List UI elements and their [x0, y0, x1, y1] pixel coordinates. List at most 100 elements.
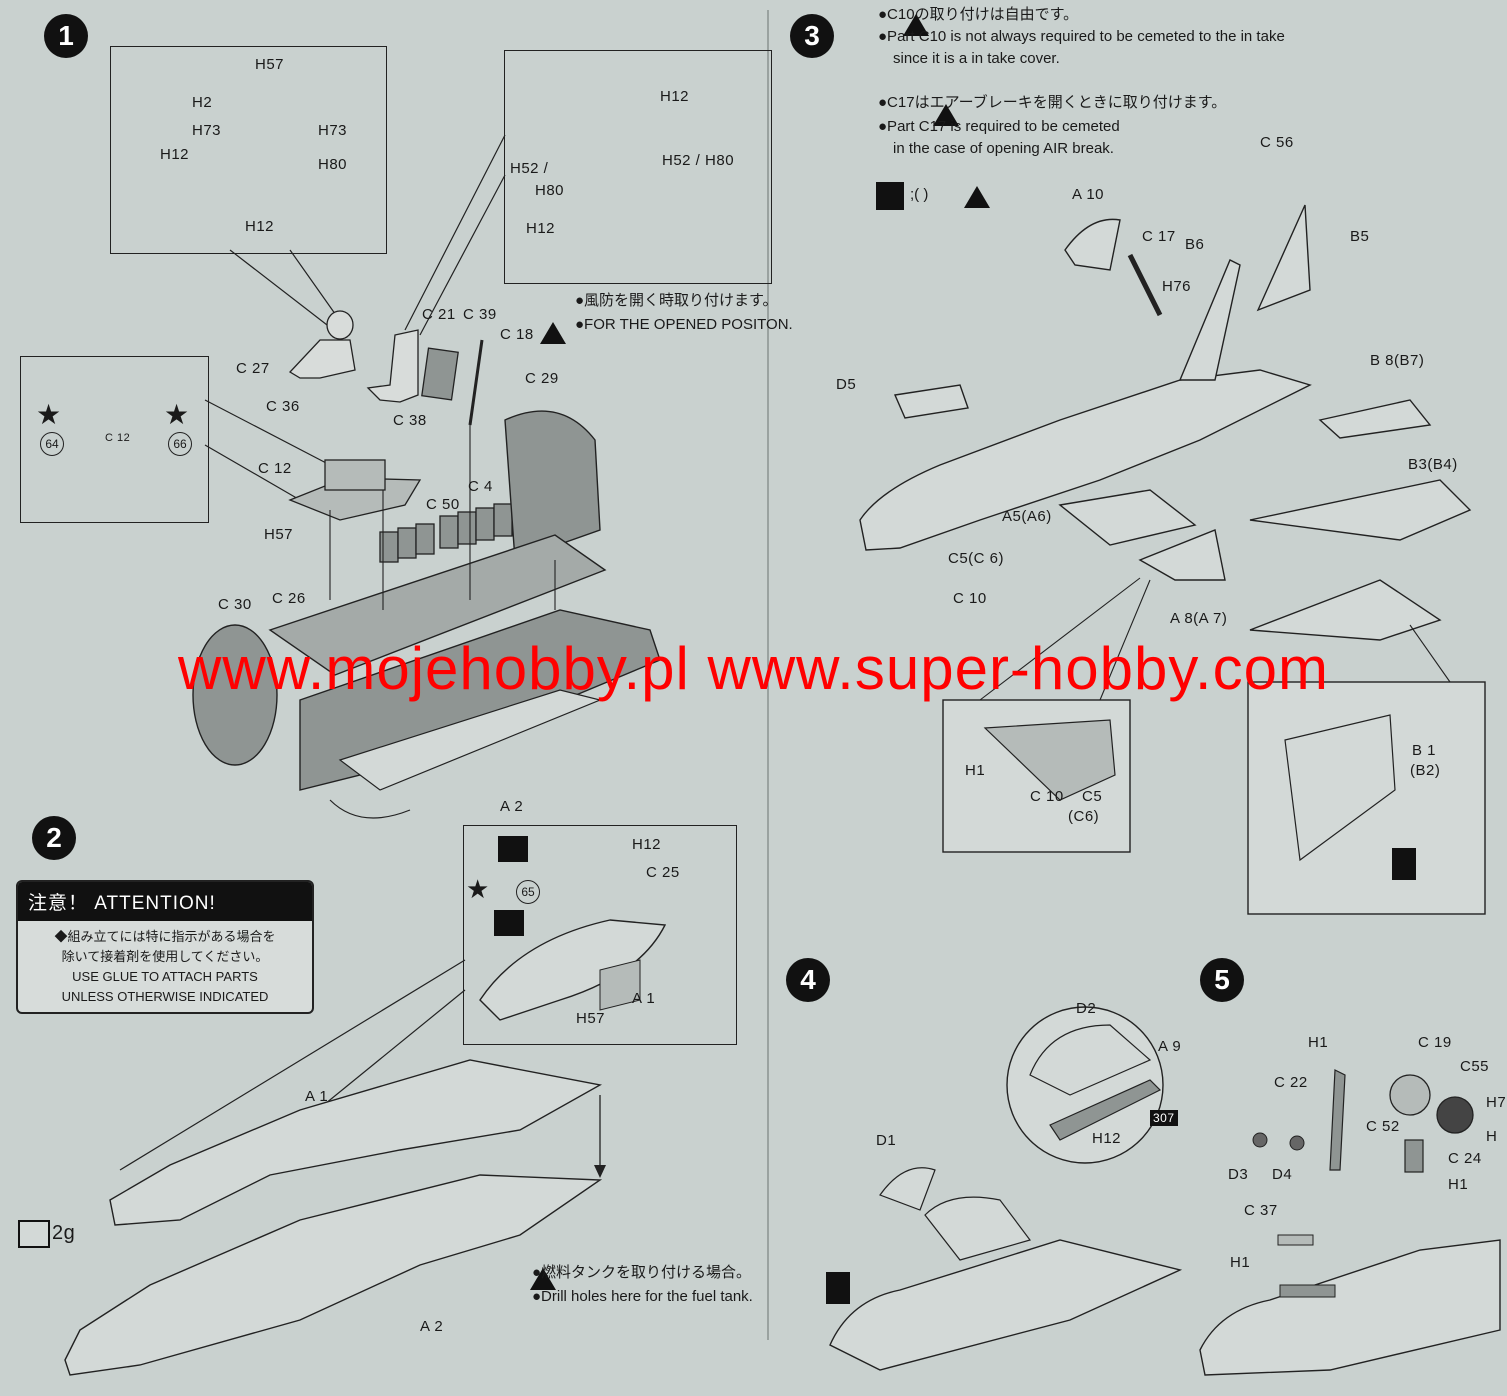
warning-icon	[540, 322, 566, 344]
weight-icon	[18, 1220, 50, 1248]
label-seat-h80: H80	[535, 182, 565, 199]
label-a1: A 1	[305, 1088, 329, 1105]
label-a8-a7: A 8(A 7)	[1170, 610, 1228, 627]
label-a2: A 2	[500, 798, 524, 815]
c10-note-en1: ●Part C10 is not always required to be c…	[878, 28, 1285, 45]
label-d4: D4	[1272, 1166, 1293, 1183]
opened-note-jp: ●風防を開く時取り付けます。	[575, 292, 778, 309]
fuel-note-jp: ●燃料タンクを取り付ける場合。	[532, 1264, 752, 1281]
label-seat-h52: H52 /	[510, 160, 549, 177]
label-b6: B6	[1185, 236, 1205, 253]
paint-note: ;( )	[910, 186, 929, 203]
label-c4: C 4	[468, 478, 493, 495]
opened-note-en: ●FOR THE OPENED POSITON.	[575, 316, 793, 333]
label-b5: B5	[1350, 228, 1370, 245]
label-d1: D1	[876, 1132, 897, 1149]
aircraft-step3	[859, 204, 1472, 641]
label-a9: A 9	[1158, 1038, 1182, 1055]
label-c25: C 25	[646, 864, 680, 881]
label-b2: (B2)	[1410, 762, 1441, 779]
step-4-number: 4	[786, 958, 830, 1002]
label-d2: D2	[1076, 1000, 1097, 1017]
label-c6-intake: (C6)	[1068, 808, 1100, 825]
label-c30: C 30	[218, 596, 252, 613]
attention-title: 注意！ ATTENTION!	[18, 882, 312, 921]
label-h73-right: H73	[318, 122, 348, 139]
label-h12: H12	[160, 146, 190, 163]
label-c27: C 27	[236, 360, 270, 377]
label-seat-h12: H12	[660, 88, 690, 105]
label-c10: C 10	[953, 590, 987, 607]
label-a5-a6: A5(A6)	[1002, 508, 1052, 525]
drill-icon-step3	[1392, 848, 1416, 880]
label-c21: C 21	[422, 306, 456, 323]
warning-icon-c17	[933, 104, 960, 126]
star-icon: ★	[36, 399, 62, 430]
label-h57-step2: H57	[576, 1010, 606, 1027]
label-b3-b4: B3(B4)	[1408, 456, 1458, 473]
label-a2-step2: A 2	[420, 1318, 444, 1335]
warning-icon-paint	[963, 186, 990, 208]
label-d5: D5	[836, 376, 857, 393]
label-a10: A 10	[1072, 186, 1105, 203]
label-a1-box: A 1	[632, 990, 656, 1007]
star-icon-right: ★	[164, 399, 190, 430]
label-h12-step4: H12	[1092, 1130, 1122, 1147]
fuselage-a2-lower	[64, 1174, 603, 1376]
paint-icon-2	[494, 910, 524, 936]
label-h1-intake: H1	[965, 762, 986, 779]
star-icon-step2: ★	[466, 874, 490, 904]
step-5-number: 5	[1200, 958, 1244, 1002]
label-c38: C 38	[393, 412, 427, 429]
decal-number-307: 307	[1150, 1110, 1178, 1126]
paint-swatch-icon	[876, 182, 904, 210]
label-h73-left: H73	[192, 122, 222, 139]
fuel-note-en: ●Drill holes here for the fuel tank.	[532, 1288, 753, 1305]
attention-en-line1: USE GLUE TO ATTACH PARTS	[72, 969, 258, 984]
label-c39: C 39	[463, 306, 497, 323]
seat-detail-box	[504, 50, 772, 284]
label-h12-lower: H12	[245, 218, 275, 235]
label-h-cut: H	[1486, 1128, 1498, 1145]
label-c17: C 17	[1142, 228, 1176, 245]
label-c10-intake: C 10	[1030, 788, 1064, 805]
label-h7: H7	[1486, 1094, 1507, 1111]
label-h1-top: H1	[1308, 1034, 1329, 1051]
watermark-text: www.mojehobby.pl www.super-hobby.com	[178, 635, 1329, 702]
label-c26: C 26	[272, 590, 306, 607]
paint-icon	[498, 836, 528, 862]
label-h57: H57	[255, 56, 285, 73]
label-seat-h12-lower: H12	[526, 220, 556, 237]
c17-note-en1: ●Part C17 is required to be cemeted	[878, 118, 1120, 135]
label-h1-right: H1	[1448, 1176, 1469, 1193]
bulkhead-c29	[504, 410, 601, 561]
bulkhead-c30	[192, 624, 278, 766]
label-c18: C 18	[500, 326, 534, 343]
warning-icon-c10	[902, 14, 929, 36]
step-1-number: 1	[44, 14, 88, 58]
c17-note-jp: ●C17はエアーブレーキを開くときに取り付けます。	[878, 94, 1227, 111]
floor-c26	[268, 534, 607, 676]
label-c19: C 19	[1418, 1034, 1452, 1051]
console-c12	[288, 459, 422, 521]
pilot-figure	[288, 310, 356, 379]
label-c5-c6: C5(C 6)	[948, 550, 1005, 567]
attention-box: 注意！ ATTENTION! ◆組み立てには特に指示がある場合を 除いて接着剤を…	[16, 880, 314, 1014]
step-3-number: 3	[790, 14, 834, 58]
c10-note-en2: since it is a in take cover.	[893, 50, 1060, 67]
boxes	[379, 503, 513, 563]
decal-number-66: 66	[168, 432, 192, 456]
label-c22: C 22	[1274, 1074, 1308, 1091]
label-h76: H76	[1162, 278, 1192, 295]
label-seat-h52-h80: H52 / H80	[662, 152, 735, 169]
label-h2: H2	[192, 94, 213, 111]
label-h12-step2: H12	[632, 836, 662, 853]
label-c55: C55	[1460, 1058, 1490, 1075]
attention-jp-line2: 除いて接着剤を使用してください。	[61, 949, 269, 964]
attention-jp-line1: ◆組み立てには特に指示がある場合を	[54, 929, 276, 944]
label-b8-b7: B 8(B7)	[1370, 352, 1425, 369]
label-c37: C 37	[1244, 1202, 1278, 1219]
label-c12: C 12	[258, 460, 292, 477]
attention-en-line2: UNLESS OTHERWISE INDICATED	[61, 989, 269, 1004]
